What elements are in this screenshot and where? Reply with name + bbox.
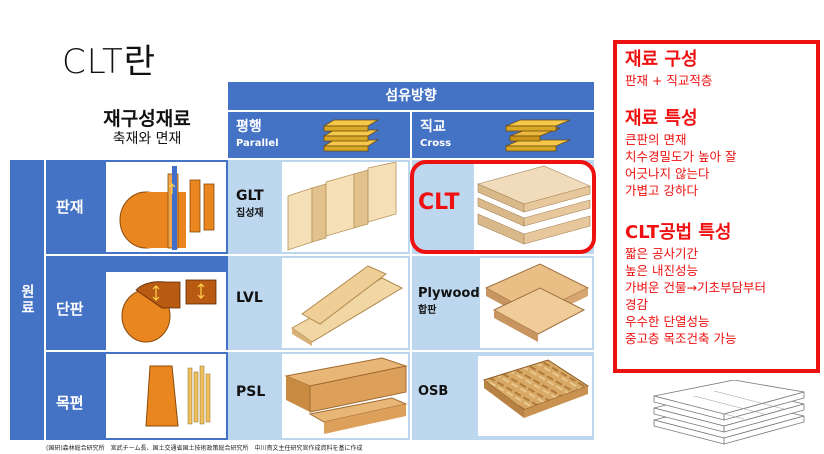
clt-highlight-frame bbox=[410, 160, 596, 254]
log-sawn-board-icon bbox=[119, 166, 215, 250]
raw-material-label: 원료 bbox=[10, 160, 44, 440]
fiber-direction-header: 섬유방향 bbox=[228, 82, 594, 110]
panel-section2-line: 치수경밀도가 높아 잘 bbox=[625, 149, 737, 164]
glt-sub: 집성재 bbox=[236, 208, 264, 219]
clt-layers-drawing-icon bbox=[644, 379, 814, 450]
panel-section2-title: 재료 특성 bbox=[625, 108, 698, 129]
board-cell bbox=[106, 162, 226, 252]
cross-ko: 직교 bbox=[420, 119, 446, 135]
plywood-label: Plywood 합판 bbox=[412, 286, 480, 316]
parallel-header: 평행 Parallel bbox=[228, 112, 410, 158]
panel-section1-title: 재료 구성 bbox=[625, 49, 698, 70]
osb-label: OSB bbox=[418, 384, 449, 399]
panel-section3-line: 경감 bbox=[625, 297, 649, 312]
page-title: CLT란 bbox=[62, 42, 157, 82]
clt-image bbox=[474, 164, 592, 250]
panel-section3-title: CLT공법 특성 bbox=[625, 222, 732, 243]
wood-strand-chips-icon bbox=[145, 365, 211, 427]
material-subheading: 축재와 면재 bbox=[112, 131, 182, 147]
panel-section3-line: 짧은 공사기간 bbox=[625, 246, 698, 261]
panel-section2-line: 가볍고 강하다 bbox=[625, 183, 698, 198]
plywood-sub: 합판 bbox=[418, 305, 437, 316]
clt-info-panel: 재료 구성 판재 + 직교적층 재료 특성 큰판의 면재 치수경밀도가 높아 잘… bbox=[613, 40, 820, 373]
panel-section1-line: 판재 + 직교적층 bbox=[625, 73, 713, 88]
veneer-cell bbox=[106, 272, 226, 350]
panel-section3-line: 가벼운 건물→기초부담부터 bbox=[625, 280, 766, 295]
chips-cell bbox=[106, 354, 226, 438]
panel-section3-line: 높은 내진성능 bbox=[625, 263, 698, 278]
row-label-chips: 목편 bbox=[56, 394, 84, 412]
panel-section2-line: 큰판의 면재 bbox=[625, 132, 687, 147]
plywood-image bbox=[480, 258, 592, 348]
panel-section3-line: 중고층 목조건축 가능 bbox=[625, 331, 737, 346]
osb-image bbox=[478, 356, 592, 436]
glt-label: GLT 집성재 bbox=[230, 188, 278, 219]
cross-en: Cross bbox=[420, 138, 452, 149]
row-label-veneer: 단판 bbox=[56, 300, 84, 318]
plywood-name: Plywood bbox=[418, 286, 480, 301]
glt-image bbox=[282, 161, 408, 252]
parallel-stack-icon bbox=[320, 118, 382, 154]
psl-label: PSL bbox=[236, 384, 266, 400]
glt-name: GLT bbox=[236, 188, 264, 204]
panel-section2-line: 어긋나지 않는다 bbox=[625, 166, 710, 181]
lvl-image bbox=[282, 258, 408, 348]
panel-section3-line: 우수한 단열성능 bbox=[625, 314, 710, 329]
clt-label: CLT bbox=[418, 190, 460, 215]
parallel-en: Parallel bbox=[236, 138, 279, 149]
psl-image bbox=[282, 354, 408, 438]
source-footnote: (国研)森林総合研究所 宮武チーム長、国土交通省国土技術政策総合研究所 中川貴文… bbox=[46, 445, 363, 452]
row-label-board: 판재 bbox=[56, 198, 84, 216]
lvl-label: LVL bbox=[236, 290, 263, 306]
cross-stack-icon bbox=[500, 116, 580, 156]
log-peeled-veneer-icon bbox=[121, 279, 217, 343]
parallel-ko: 평행 bbox=[236, 119, 262, 135]
material-heading: 재구성재료 bbox=[103, 108, 191, 130]
